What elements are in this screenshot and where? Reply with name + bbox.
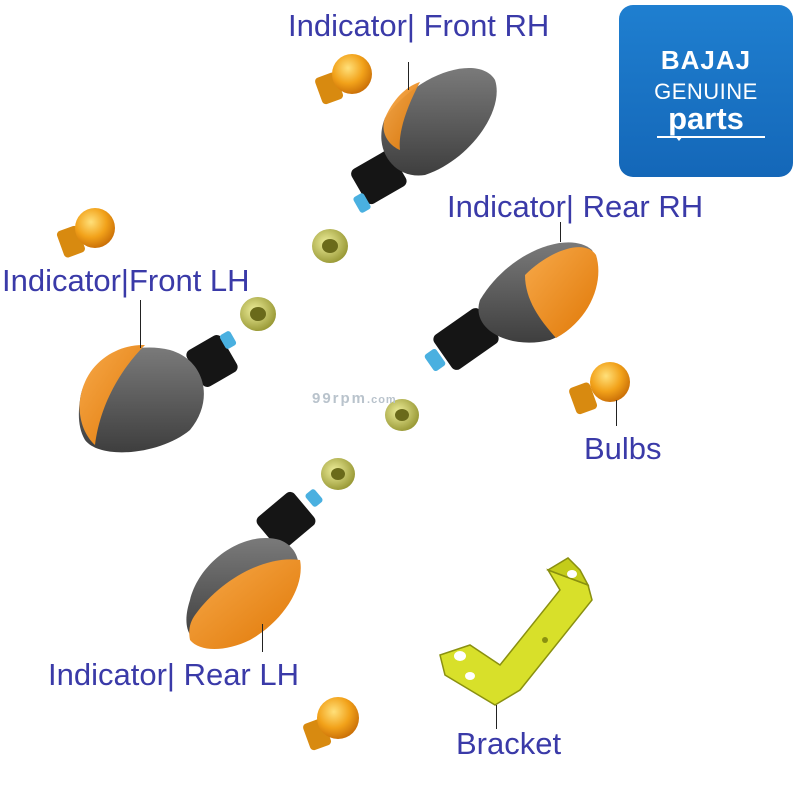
label-bracket: Bracket	[456, 726, 562, 761]
indicator-rear-rh	[424, 242, 599, 372]
label-indicator-rear-lh: Indicator| Rear LH	[48, 657, 299, 692]
nut-4	[321, 458, 355, 490]
logo-underline-arrow	[657, 136, 765, 141]
leader-front-lh	[140, 300, 141, 348]
watermark-suffix: .com	[367, 394, 397, 406]
nut-3	[385, 399, 419, 431]
label-bulbs: Bulbs	[584, 431, 662, 466]
nut-1	[312, 229, 348, 263]
indicator-rear-lh	[186, 489, 323, 649]
bulb-left	[56, 208, 115, 258]
bulb-right	[569, 362, 630, 415]
bajaj-genuine-parts-logo: BAJAJ GENUINE parts	[619, 5, 793, 177]
nut-2	[240, 297, 276, 331]
label-indicator-rear-rh: Indicator| Rear RH	[447, 189, 704, 224]
bulb-bottom	[303, 697, 359, 751]
leader-front-rh	[408, 62, 409, 90]
logo-brand-text: BAJAJ	[660, 45, 752, 75]
bulb-top-left	[315, 54, 372, 105]
leader-rear-lh	[262, 624, 263, 652]
indicator-front-lh	[78, 331, 238, 453]
leader-bracket	[496, 705, 497, 729]
mounting-bracket	[439, 557, 593, 706]
logo-genuine-text: GENUINE	[654, 79, 758, 104]
label-indicator-front-lh: Indicator|Front LH	[2, 263, 250, 298]
indicator-front-rh	[351, 68, 497, 213]
watermark-main: 99rpm	[312, 390, 368, 407]
logo-parts-text: parts	[668, 101, 744, 136]
label-indicator-front-rh: Indicator| Front RH	[288, 8, 550, 43]
leader-bulbs	[616, 400, 617, 426]
leader-rear-rh	[560, 222, 561, 242]
watermark: 99rpm.com	[312, 390, 397, 407]
